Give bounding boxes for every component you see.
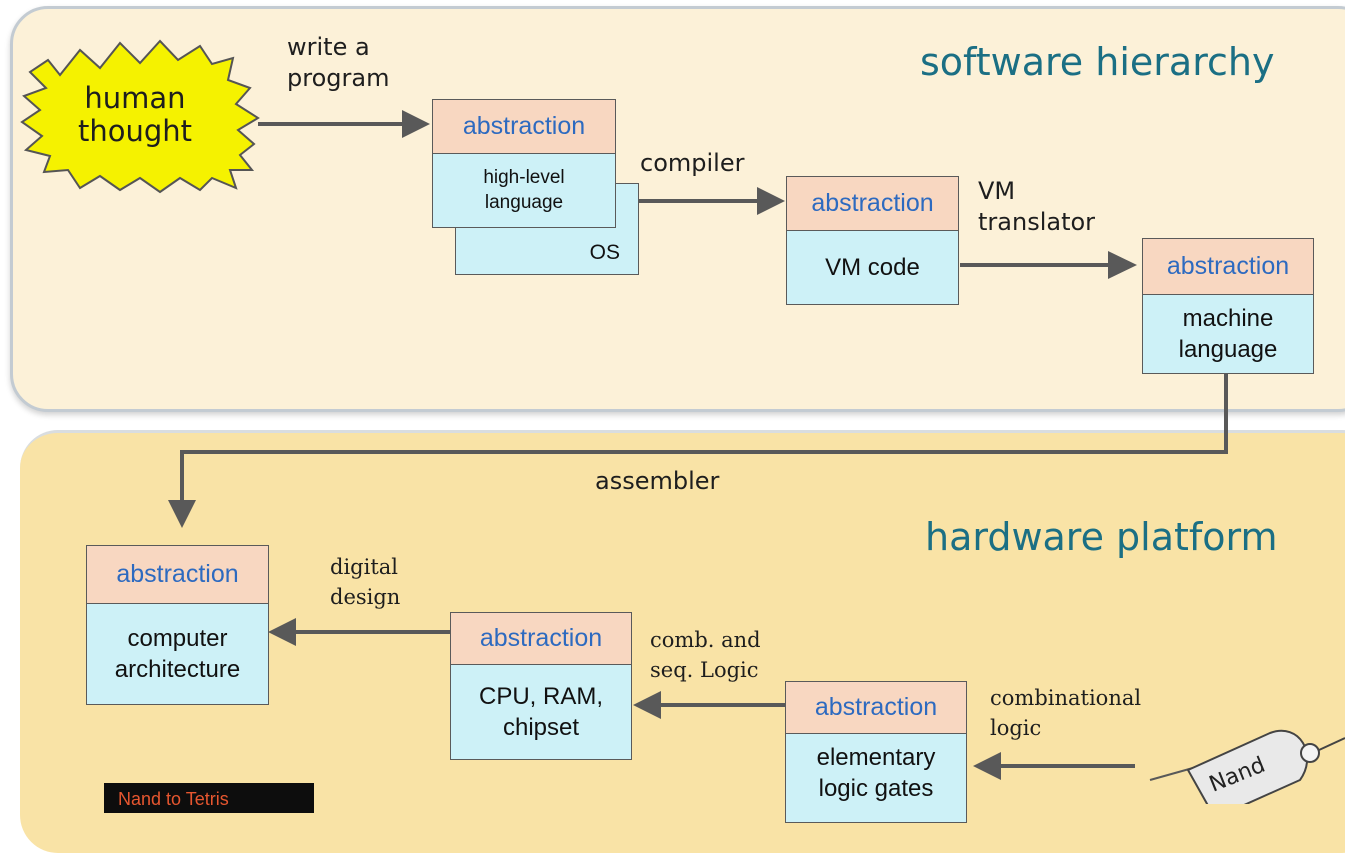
software-hierarchy-heading: software hierarchy — [920, 40, 1275, 84]
computer-architecture-box: computer architecture — [86, 603, 269, 705]
high-level-language-box: high-level language — [432, 153, 616, 228]
assembler-label: assembler — [595, 467, 720, 495]
cpu-ram-chipset-box: CPU, RAM, chipset — [450, 664, 632, 760]
high-level-abstraction: abstraction — [432, 99, 616, 154]
vm-translator-label: VM translator — [978, 177, 1096, 237]
badge-text: Nand to Tetris — [118, 789, 229, 809]
machine-language-abstraction: abstraction — [1142, 238, 1314, 295]
write-program-label: write a program — [287, 33, 390, 93]
nand-to-tetris-badge: Nand to Tetris — [104, 783, 314, 813]
vm-code-abstraction: abstraction — [786, 176, 959, 231]
hardware-platform-heading: hardware platform — [925, 515, 1278, 559]
combinational-logic-label: combinational logic — [990, 686, 1142, 741]
compiler-label: compiler — [640, 149, 745, 177]
assembler-arrow — [180, 372, 1228, 502]
software-hierarchy-panel — [10, 6, 1345, 412]
nand-gate-icon — [1186, 730, 1345, 804]
cpu-ram-abstraction: abstraction — [450, 612, 632, 665]
logic-gates-abstraction: abstraction — [785, 681, 967, 734]
machine-language-box: machine language — [1142, 294, 1314, 374]
vm-code-box: VM code — [786, 230, 959, 305]
elementary-logic-gates-box: elementary logic gates — [785, 733, 967, 823]
comb-seq-logic-label: comb. and seq. Logic — [650, 628, 761, 683]
human-thought-starburst — [20, 39, 260, 194]
computer-architecture-abstraction: abstraction — [86, 545, 269, 604]
diagram-connectors: Nand — [20, 39, 1345, 804]
human-thought-label: human thought — [77, 81, 193, 149]
digital-design-label: digital design — [330, 555, 401, 610]
